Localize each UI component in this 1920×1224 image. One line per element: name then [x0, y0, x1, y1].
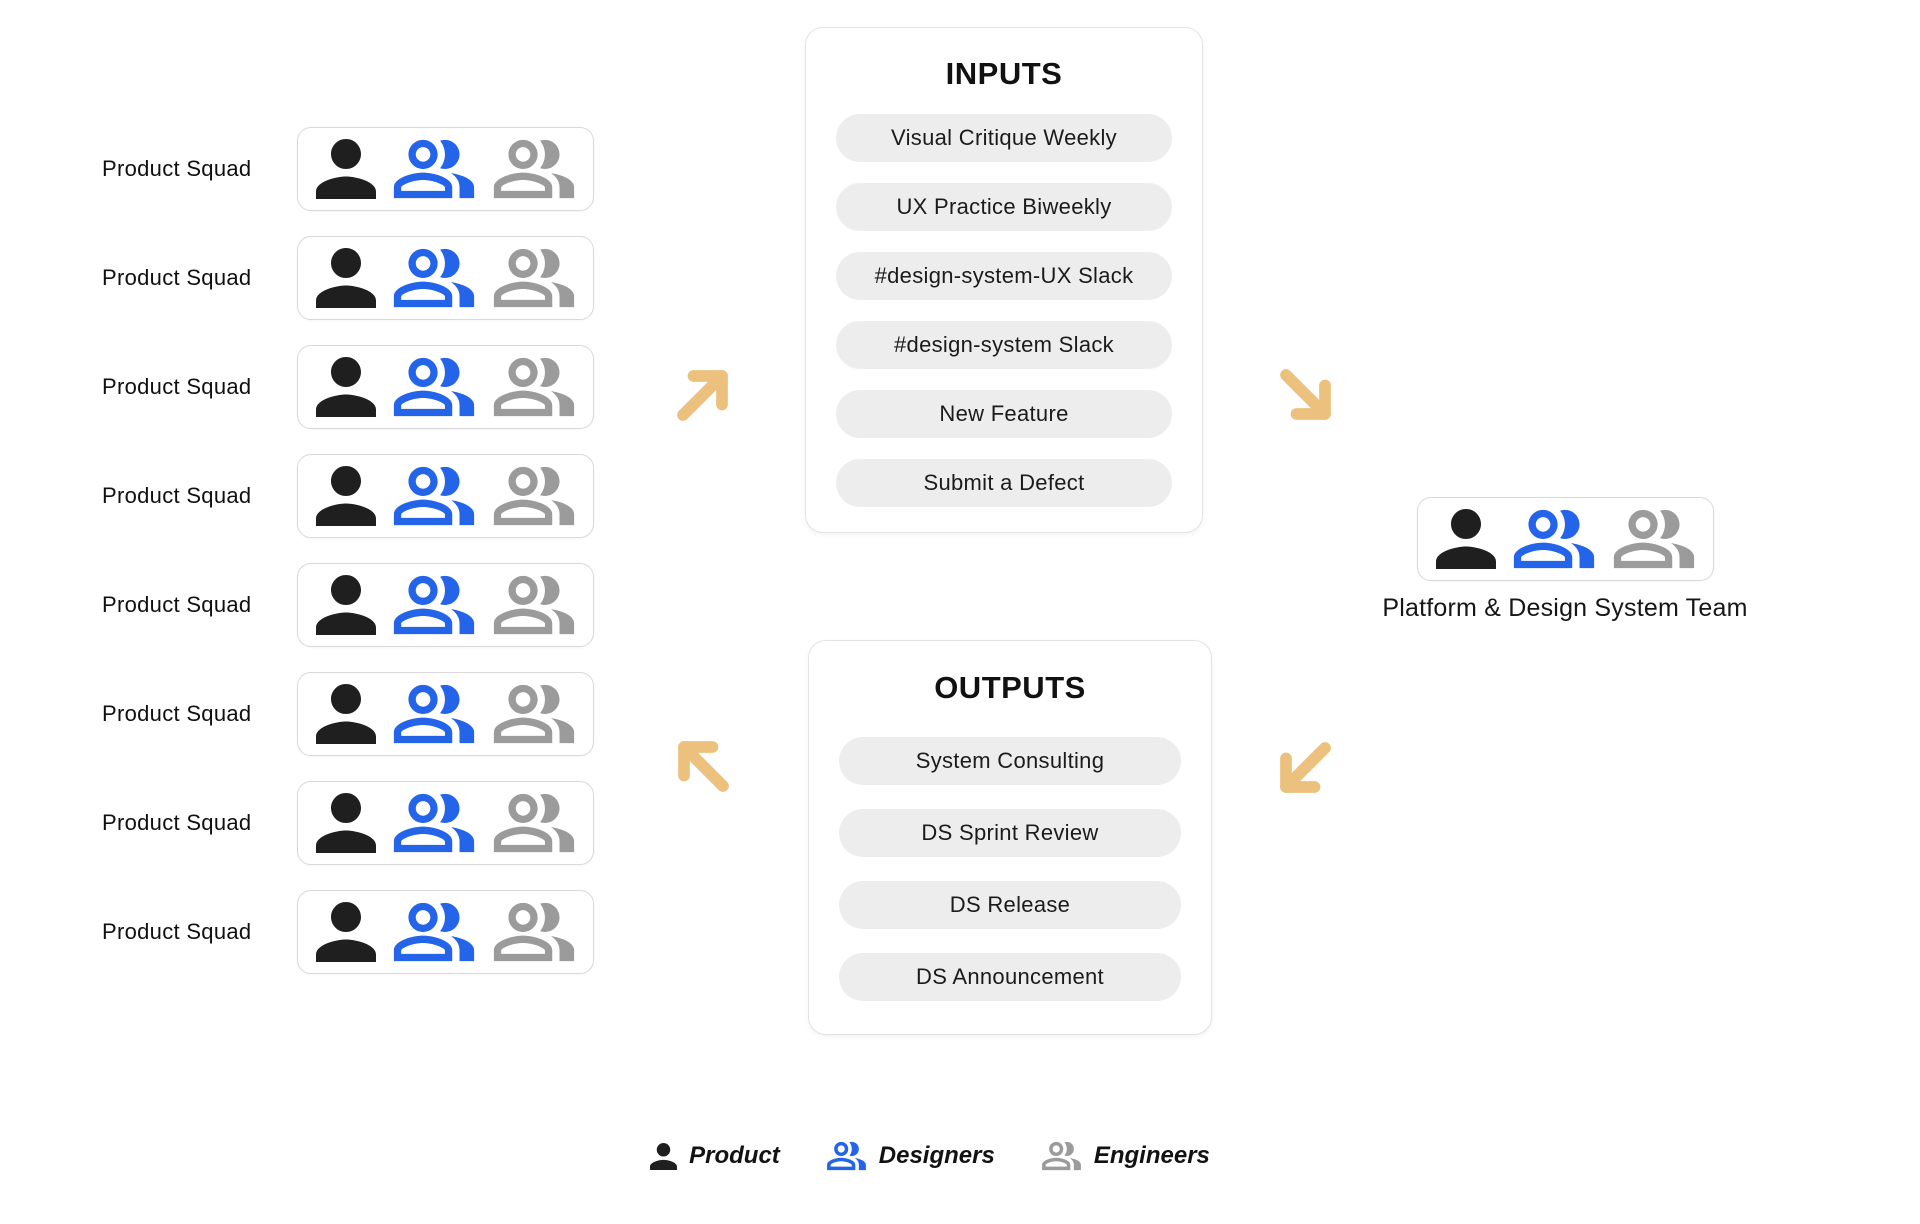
engineers-people-icon	[492, 792, 576, 854]
input-pill: Visual Critique Weekly	[836, 114, 1172, 162]
input-pill: #design-system Slack	[836, 321, 1172, 369]
squad-row: Product Squad	[102, 563, 599, 647]
legend-label: Engineers	[1093, 1142, 1210, 1169]
engineers-people-icon	[1612, 508, 1696, 570]
inputs-title: INPUTS	[945, 56, 1063, 91]
arrow-down-right-icon	[1271, 360, 1343, 432]
squad-team-card	[297, 890, 594, 974]
squad-team-card	[297, 563, 594, 647]
engineers-people-icon	[492, 138, 576, 200]
designers-people-icon	[392, 356, 476, 418]
platform-team-label: Platform & Design System Team	[1382, 594, 1748, 622]
engineers-people-icon	[492, 901, 576, 963]
squad-row: Product Squad	[102, 454, 599, 538]
designers-people-icon	[392, 465, 476, 527]
product-person-icon	[316, 466, 376, 526]
input-pill: Submit a Defect	[836, 459, 1172, 507]
person-icon	[650, 1143, 677, 1170]
output-pill: System Consulting	[839, 737, 1181, 785]
squad-label: Product Squad	[102, 483, 252, 508]
legend-label: Product	[689, 1142, 780, 1169]
product-person-icon	[316, 684, 376, 744]
legend-item-product: Product	[650, 1142, 780, 1170]
product-person-icon	[316, 902, 376, 962]
legend-item-designers: Designers	[826, 1141, 995, 1171]
people-icon	[826, 1141, 867, 1171]
squad-label: Product Squad	[102, 810, 252, 835]
input-pill: #design-system-UX Slack	[836, 252, 1172, 300]
squad-team-card	[297, 781, 594, 865]
product-person-icon	[316, 793, 376, 853]
designers-people-icon	[392, 247, 476, 309]
inputs-pill-stack: Visual Critique Weekly UX Practice Biwee…	[836, 114, 1172, 507]
designers-people-icon	[392, 138, 476, 200]
squad-label: Product Squad	[102, 374, 252, 399]
squad-row: Product Squad	[102, 345, 599, 429]
squad-label: Product Squad	[102, 592, 252, 617]
legend: Product Designers Engineers	[600, 1126, 1260, 1186]
output-pill: DS Sprint Review	[839, 809, 1181, 857]
inputs-panel: INPUTS Visual Critique Weekly UX Practic…	[805, 27, 1203, 533]
squad-team-card	[297, 345, 594, 429]
arrow-up-left-icon	[666, 729, 738, 801]
designers-people-icon	[392, 901, 476, 963]
engineers-people-icon	[492, 574, 576, 636]
legend-label: Designers	[878, 1142, 995, 1169]
engineers-people-icon	[492, 356, 576, 418]
squad-team-card	[297, 236, 594, 320]
arrow-down-left-icon	[1268, 733, 1340, 805]
squad-team-card	[297, 672, 594, 756]
squad-row: Product Squad	[102, 890, 599, 974]
input-pill: UX Practice Biweekly	[836, 183, 1172, 231]
output-pill: DS Release	[839, 881, 1181, 929]
squad-row: Product Squad	[102, 672, 599, 756]
people-icon	[1041, 1141, 1082, 1171]
platform-team-card	[1417, 497, 1714, 581]
outputs-pill-stack: System Consulting DS Sprint Review DS Re…	[839, 737, 1181, 1001]
squad-label: Product Squad	[102, 919, 252, 944]
product-person-icon	[1436, 509, 1496, 569]
designers-people-icon	[392, 792, 476, 854]
squad-team-card	[297, 127, 594, 211]
squad-label: Product Squad	[102, 156, 252, 181]
outputs-panel: OUTPUTS System Consulting DS Sprint Revi…	[808, 640, 1212, 1035]
squad-label: Product Squad	[102, 265, 252, 290]
outputs-title: OUTPUTS	[934, 670, 1086, 705]
squad-row: Product Squad	[102, 781, 599, 865]
product-person-icon	[316, 248, 376, 308]
designers-people-icon	[1512, 508, 1596, 570]
product-person-icon	[316, 139, 376, 199]
engineers-people-icon	[492, 247, 576, 309]
engineers-people-icon	[492, 683, 576, 745]
designers-people-icon	[392, 683, 476, 745]
product-person-icon	[316, 575, 376, 635]
output-pill: DS Announcement	[839, 953, 1181, 1001]
designers-people-icon	[392, 574, 476, 636]
engineers-people-icon	[492, 465, 576, 527]
squad-row: Product Squad	[102, 127, 599, 211]
input-pill: New Feature	[836, 390, 1172, 438]
squad-row: Product Squad	[102, 236, 599, 320]
squad-team-card	[297, 454, 594, 538]
legend-item-engineers: Engineers	[1041, 1141, 1210, 1171]
product-person-icon	[316, 357, 376, 417]
arrow-up-right-icon	[668, 358, 740, 430]
squad-label: Product Squad	[102, 701, 252, 726]
